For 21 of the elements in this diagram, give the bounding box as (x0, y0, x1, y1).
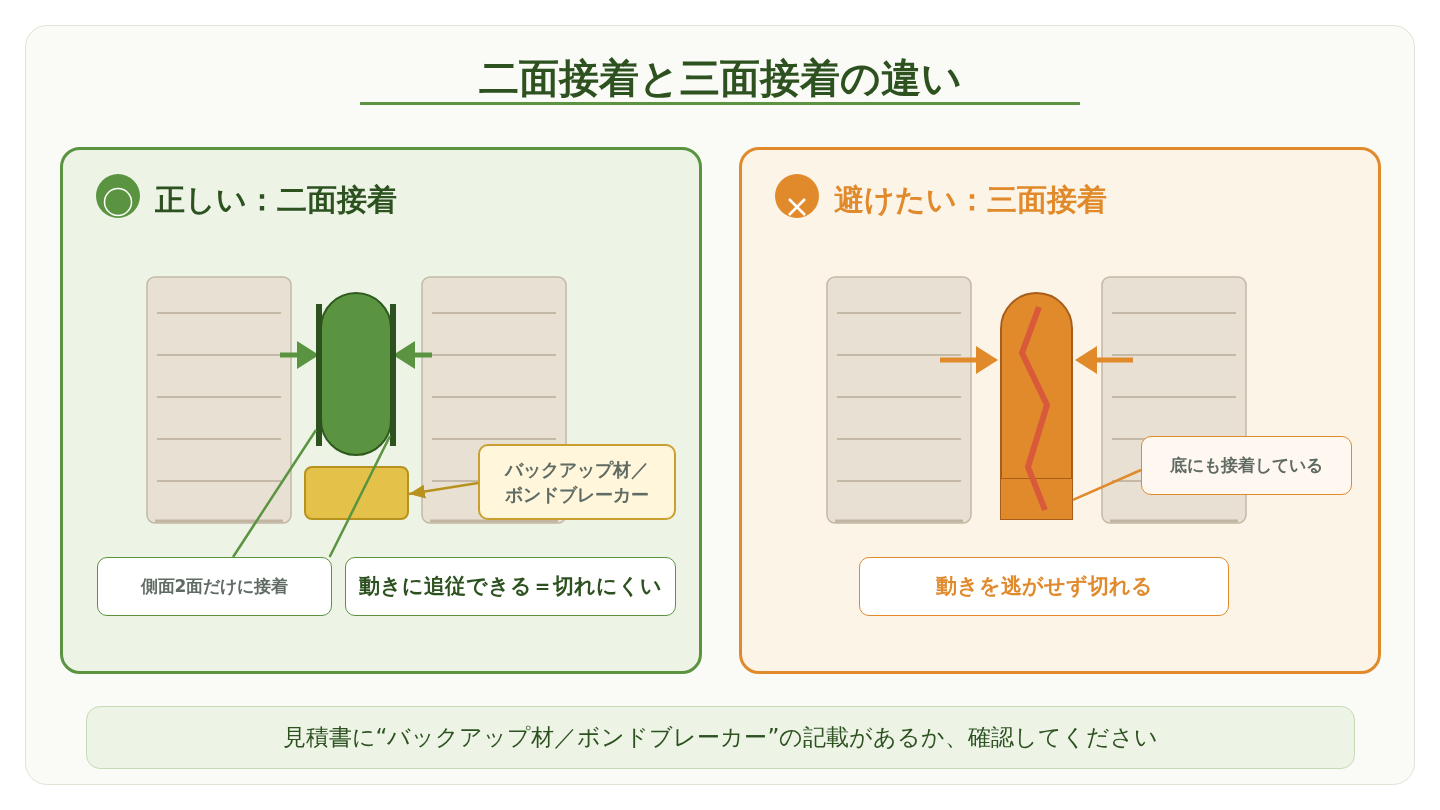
sealant (1000, 292, 1073, 520)
callout-box: 側面2面だけに接着 (97, 557, 332, 616)
leader-line (1072, 468, 1142, 501)
callout-box: 底にも接着している (1141, 436, 1352, 495)
note-box: 動きを逃がせず切れる (859, 557, 1229, 616)
sealant (320, 292, 392, 456)
panel-heading: 避けたい：三面接着 (834, 182, 1107, 218)
note-banner: 見積書に“バックアップ材／ボンドブレーカー”の記載があるか、確認してください (86, 706, 1355, 769)
leader-line (232, 429, 318, 558)
title: 二面接着と三面接着の違い (478, 54, 962, 102)
bond-block (1000, 478, 1073, 520)
leader-line (328, 435, 392, 558)
panel (739, 147, 1381, 674)
callout-box: バックアップ材／ボンドブレーカー (478, 444, 676, 520)
note-box: 動きに追従できる＝切れにくい (345, 557, 676, 616)
panel (60, 147, 702, 674)
adhesion-strip (390, 304, 396, 446)
arrow (408, 481, 479, 499)
adhesion-strip (316, 304, 322, 446)
backer-rod (304, 466, 409, 520)
panel-heading: 正しい：二面接着 (155, 182, 397, 218)
